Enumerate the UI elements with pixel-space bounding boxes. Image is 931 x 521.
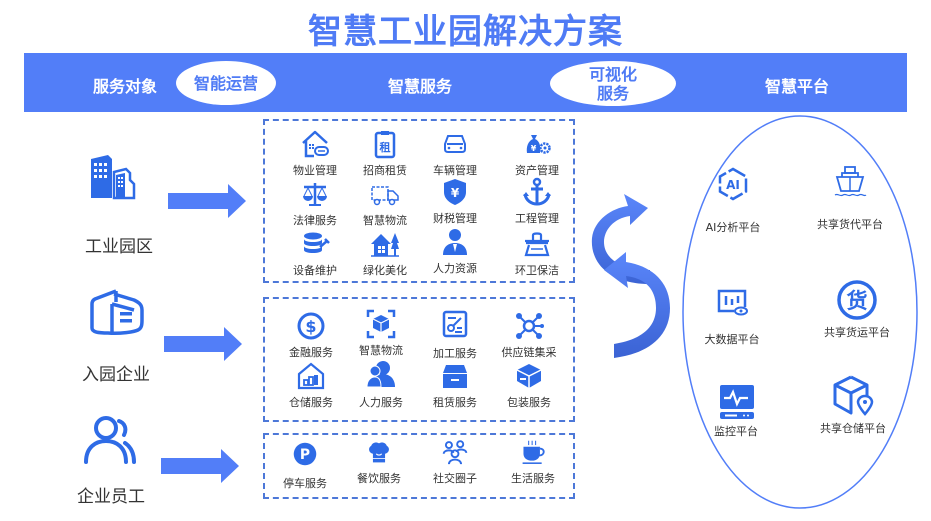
service-engineering[interactable]: 工程管理 [497, 177, 577, 226]
service-sanitation[interactable]: 环卫保洁 [497, 229, 577, 278]
parking-icon: P [293, 442, 317, 466]
employee-services-box [263, 433, 575, 499]
arrow-right-icon [164, 327, 242, 361]
band-label-service-object: 服务对象 [92, 77, 157, 96]
rent-clipboard-icon: 租 [374, 131, 396, 159]
truck-icon [371, 186, 399, 206]
platform-shared-warehousing[interactable]: 共享仓储平台 [803, 374, 903, 436]
service-living[interactable]: 生活服务 [493, 439, 573, 486]
service-greening[interactable]: 绿化美化 [345, 229, 425, 278]
coffee-cup-icon [522, 440, 545, 464]
yuan-shield-icon: ¥ [444, 179, 466, 205]
svg-text:货: 货 [847, 289, 868, 313]
people-icon [366, 361, 395, 388]
service-property-management[interactable]: 物业管理 [275, 129, 355, 178]
broom-icon [524, 232, 550, 257]
band-label-visual-line1: 可视化 [588, 64, 637, 84]
anchor-icon [523, 177, 551, 206]
enterprise-services-grid: $ 金融服务 智慧物流 加工服务 供应链集采 [263, 297, 575, 422]
service-legal[interactable]: 法律服务 [275, 179, 355, 228]
chef-hat-icon [369, 442, 389, 463]
database-wrench-icon [304, 232, 330, 253]
platform-shared-freight[interactable]: 货 共享货运平台 [807, 279, 907, 340]
platform-ellipse [682, 115, 918, 509]
service-catering[interactable]: 餐饮服务 [339, 439, 419, 486]
service-finance-tax[interactable]: ¥ 财税管理 [415, 177, 495, 226]
svg-text:AI: AI [726, 178, 740, 192]
object-label-enterprise: 入园企业 [82, 365, 150, 385]
service-packaging[interactable]: 包装服务 [489, 361, 569, 410]
park-services-grid: 物业管理 租 招商租赁 车辆管理 ¥ 资产管理 [263, 119, 575, 283]
service-supply-chain[interactable]: 供应链集采 [489, 311, 569, 360]
scales-icon [303, 183, 327, 206]
arrow-right-icon [161, 449, 239, 483]
park-services-box [263, 119, 575, 283]
drawer-box-icon [443, 365, 467, 388]
service-leasing[interactable]: 租赁服务 [415, 361, 495, 410]
page-title: 智慧工业园解决方案 [308, 12, 623, 52]
svg-text:¥: ¥ [531, 144, 537, 153]
employee-services-grid: P 停车服务 餐饮服务 社交圈子 生活服务 [263, 433, 575, 499]
network-nodes-icon [516, 313, 544, 339]
monitor-pulse-icon [720, 385, 754, 419]
service-smart-logistics[interactable]: 智慧物流 [345, 179, 425, 228]
band-oval-smart-operation: 智能运营 [176, 61, 276, 105]
svg-text:¥: ¥ [451, 186, 460, 200]
house-chat-icon [302, 130, 329, 158]
service-smart-logistics-enterprise[interactable]: 智慧物流 [341, 309, 421, 358]
money-bag-gear-icon: ¥ [526, 135, 551, 154]
band-oval-visual-services: 可视化 服务 [550, 61, 676, 106]
service-processing[interactable]: 加工服务 [415, 309, 495, 361]
ai-hexagon-icon: AI [718, 167, 748, 201]
band-label-visual-line2: 服务 [596, 83, 629, 103]
social-group-icon [442, 440, 468, 465]
band-label-smart-platform: 智慧平台 [764, 77, 829, 96]
service-financial[interactable]: $ 金融服务 [271, 311, 351, 360]
service-human[interactable]: 人力服务 [341, 359, 421, 410]
svg-text:P: P [300, 447, 310, 463]
cube-location-icon [833, 375, 874, 416]
service-vehicle-management[interactable]: 车辆管理 [415, 129, 495, 178]
svg-text:租: 租 [380, 141, 391, 154]
object-label-industrial-park: 工业园区 [85, 237, 153, 257]
band-label-smart-operation: 智能运营 [193, 73, 258, 93]
enterprise-building-icon [90, 289, 144, 335]
house-tree-icon [371, 233, 399, 257]
arrow-right-icon [168, 184, 246, 218]
service-rental[interactable]: 租 招商租赁 [345, 129, 425, 178]
enterprise-services-box [263, 297, 575, 422]
car-icon [444, 135, 466, 153]
curved-exchange-arrows-icon [591, 194, 670, 358]
header-band [24, 53, 907, 112]
dollar-circle-icon: $ [297, 312, 325, 340]
employees-icon [84, 416, 136, 464]
scan-box-icon [366, 309, 396, 339]
svg-text:$: $ [305, 317, 316, 336]
warehouse-chart-icon [297, 362, 325, 390]
platform-shared-forwarding[interactable]: 共享货代平台 [800, 163, 900, 232]
service-parking[interactable]: P 停车服务 [265, 441, 345, 491]
service-asset-management[interactable]: ¥ 资产管理 [497, 129, 577, 178]
service-equipment-maintenance[interactable]: 设备维护 [275, 229, 355, 278]
office-buildings-icon [91, 155, 136, 200]
service-human-resources[interactable]: 人力资源 [415, 227, 495, 276]
service-social[interactable]: 社交圈子 [415, 439, 495, 486]
package-box-icon [516, 364, 542, 388]
processing-doc-icon [442, 310, 468, 338]
freight-circle-icon: 货 [837, 280, 877, 320]
platform-ai-analysis[interactable]: AI AI分析平台 [683, 166, 783, 235]
big-data-monitor-icon [717, 289, 748, 316]
platform-monitoring[interactable]: 监控平台 [686, 383, 786, 439]
band-label-smart-services: 智慧服务 [387, 77, 452, 96]
service-warehousing[interactable]: 仓储服务 [271, 361, 351, 410]
object-label-employees: 企业员工 [77, 487, 145, 507]
platform-big-data[interactable]: 大数据平台 [682, 285, 782, 347]
businessman-icon [443, 229, 467, 255]
ship-icon [834, 166, 867, 197]
